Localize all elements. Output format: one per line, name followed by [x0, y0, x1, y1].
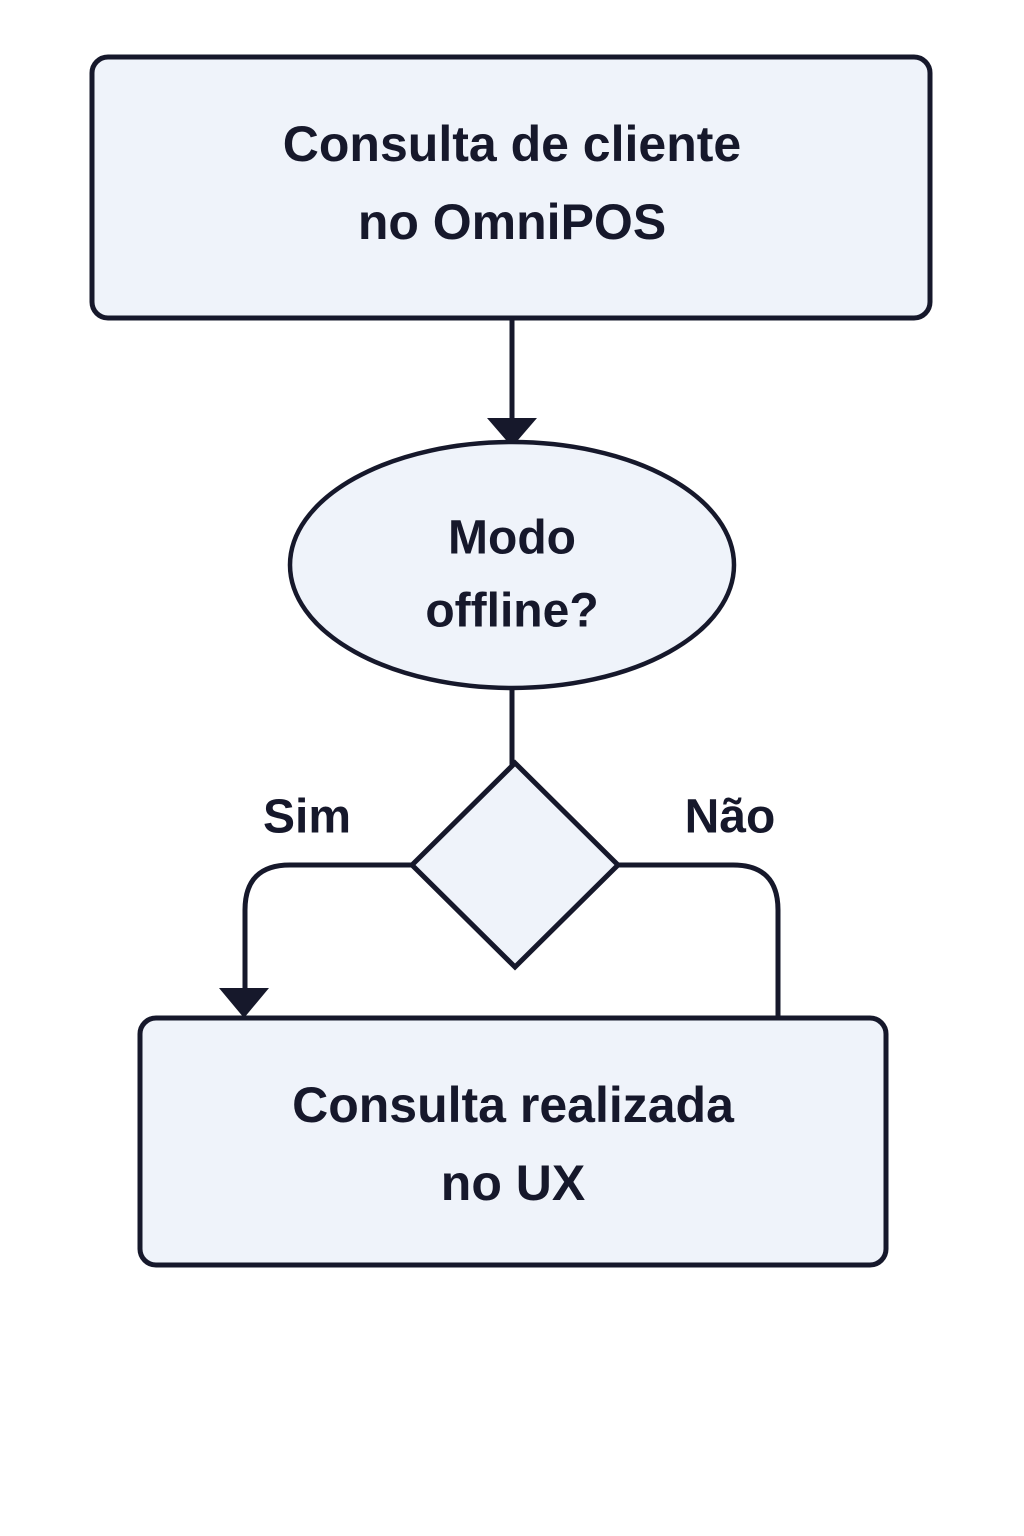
edge-start-to-decision [487, 318, 537, 447]
arrowhead-diamond-yes-to-end [219, 988, 269, 1018]
node-end-shape[interactable] [137, 1015, 889, 1268]
node-start-label-line2: no OmniPOS [358, 194, 666, 250]
node-decision-mode-label-line2: offline? [425, 585, 598, 638]
arrowhead-start-to-decision [487, 418, 537, 447]
node-start-label-line1: Consulta de cliente [283, 116, 741, 172]
node-end[interactable]: Consulta realizada no UX [137, 1015, 889, 1268]
edge-label-nao: Não [685, 791, 776, 844]
edge-diamond-yes-to-end [219, 862, 412, 1018]
node-end-label-line1: Consulta realizada [292, 1077, 735, 1133]
edge-line-diamond-no-to-end [618, 862, 781, 1020]
node-start-shape[interactable] [89, 54, 933, 321]
node-decision-mode[interactable]: Modo offline? [287, 439, 737, 691]
edge-diamond-no-to-end [618, 862, 781, 1020]
node-end-label-line2: no UX [441, 1155, 585, 1211]
node-decision-mode-shape[interactable] [287, 439, 737, 691]
node-start[interactable]: Consulta de cliente no OmniPOS [89, 54, 933, 321]
node-branch-diamond[interactable] [408, 759, 622, 971]
edge-line-diamond-yes-to-end [242, 862, 412, 992]
node-decision-mode-label-line1: Modo [448, 512, 576, 565]
node-branch-diamond-shape[interactable] [408, 759, 622, 971]
edge-label-sim: Sim [263, 791, 351, 844]
